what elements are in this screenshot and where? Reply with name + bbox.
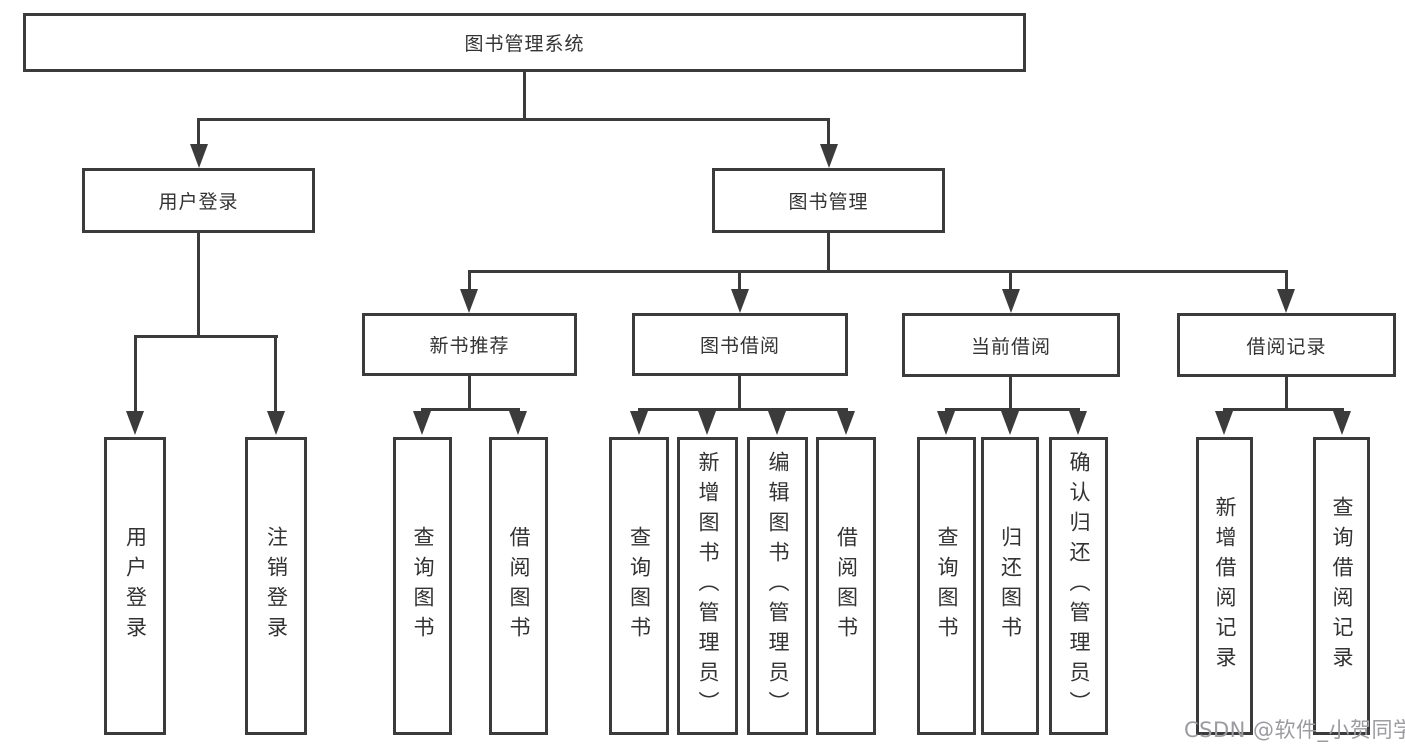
leaf-br-query-record-label: 查询借阅记录 [1330,496,1354,676]
node-borrowing-records-label: 借阅记录 [1246,335,1327,358]
leaf-nb-borrow-books-label: 借阅图书 [507,526,531,646]
connector-records-drop [1285,377,1288,411]
leaf-bb-edit-books-admin: 编辑图书（管理员） [747,437,808,735]
node-borrowing-records: 借阅记录 [1177,313,1396,377]
connector-newbook-branch [421,408,520,411]
arrow-down-icon [267,411,285,435]
connector-borrow-drop [738,376,741,411]
arrow-down-icon [820,144,838,168]
connector-mgmt-branch [468,270,1287,273]
arrow-down-icon [698,411,716,435]
connector-current-branch [945,408,1080,411]
arrow-down-icon [509,411,527,435]
leaf-bb-borrow-books: 借阅图书 [816,437,876,735]
leaf-bb-query-books: 查询图书 [609,437,669,735]
leaf-bb-query-books-label: 查询图书 [627,526,652,646]
arrow-down-icon [126,411,144,435]
node-current-borrowing-label: 当前借阅 [970,335,1051,358]
connector-current-drop [1009,377,1012,411]
leaf-nb-query-books-label: 查询图书 [411,526,435,646]
node-current-borrowing: 当前借阅 [902,313,1120,377]
connector-leg [1009,270,1012,291]
arrow-down-icon [413,411,431,435]
leaf-br-add-record-label: 新增借阅记录 [1213,496,1237,676]
connector-leg [827,118,830,148]
connector-root-branch [197,118,830,121]
connector-mgmt-drop [827,233,830,273]
leaf-br-add-record: 新增借阅记录 [1196,437,1253,735]
connector-leg [197,118,200,148]
leaf-logout: 注销登录 [245,437,307,735]
arrow-down-icon [1069,411,1087,435]
arrow-down-icon [1002,289,1020,313]
connector-leg [274,335,277,415]
connector-leg [134,335,137,415]
arrow-down-icon [837,411,855,435]
leaf-cb-query-books-label: 查询图书 [935,526,959,646]
node-user-login-label: 用户登录 [158,191,239,213]
leaf-cb-query-books: 查询图书 [917,437,976,735]
leaf-cb-confirm-return-admin: 确认归还（管理员） [1049,437,1108,735]
leaf-user-login: 用户登录 [104,437,166,735]
leaf-cb-return-books-label: 归还图书 [998,526,1023,646]
node-book-borrowing: 图书借阅 [632,313,848,376]
node-root: 图书管理系统 [23,13,1026,72]
connector-login-branch [134,335,278,338]
node-new-book-recommend-label: 新书推荐 [429,335,510,357]
arrow-down-icon [190,144,208,168]
arrow-down-icon [731,289,749,313]
leaf-nb-borrow-books: 借阅图书 [489,437,548,735]
csdn-watermark: CSDN @软件_小贺同学 [1184,718,1405,742]
leaf-cb-return-books: 归还图书 [981,437,1039,735]
arrow-down-icon [1277,289,1295,313]
connector-records-branch [1223,408,1344,411]
arrow-down-icon [768,411,786,435]
leaf-bb-borrow-books-label: 借阅图书 [834,526,859,646]
arrow-down-icon [937,411,955,435]
arrow-down-icon [460,289,478,313]
leaf-cb-confirm-return-admin-label: 确认归还（管理员） [1067,451,1091,721]
node-book-borrowing-label: 图书借阅 [699,335,780,357]
connector-root-drop [523,70,526,120]
connector-leg [1285,270,1288,291]
arrow-down-icon [1333,411,1351,435]
arrow-down-icon [630,411,648,435]
connector-login-drop [197,233,200,337]
connector-leg [738,270,741,291]
node-user-login: 用户登录 [82,168,315,233]
leaf-user-login-label: 用户登录 [123,526,148,646]
connector-leg [468,270,471,291]
arrow-down-icon [1215,411,1233,435]
leaf-logout-label: 注销登录 [264,526,289,646]
arrow-down-icon [1001,411,1019,435]
connector-borrow-branch [638,408,848,411]
leaf-bb-add-books-admin: 新增图书（管理员） [677,437,738,735]
node-book-management: 图书管理 [712,168,945,233]
leaf-nb-query-books: 查询图书 [393,437,452,735]
leaf-bb-add-books-admin-label: 新增图书（管理员） [696,451,720,721]
leaf-br-query-record: 查询借阅记录 [1313,437,1370,735]
node-new-book-recommend: 新书推荐 [362,313,577,376]
connector-newbook-drop [468,376,471,411]
leaf-bb-edit-books-admin-label: 编辑图书（管理员） [766,451,790,721]
node-book-management-label: 图书管理 [788,191,869,213]
node-root-label: 图书管理系统 [464,33,585,55]
